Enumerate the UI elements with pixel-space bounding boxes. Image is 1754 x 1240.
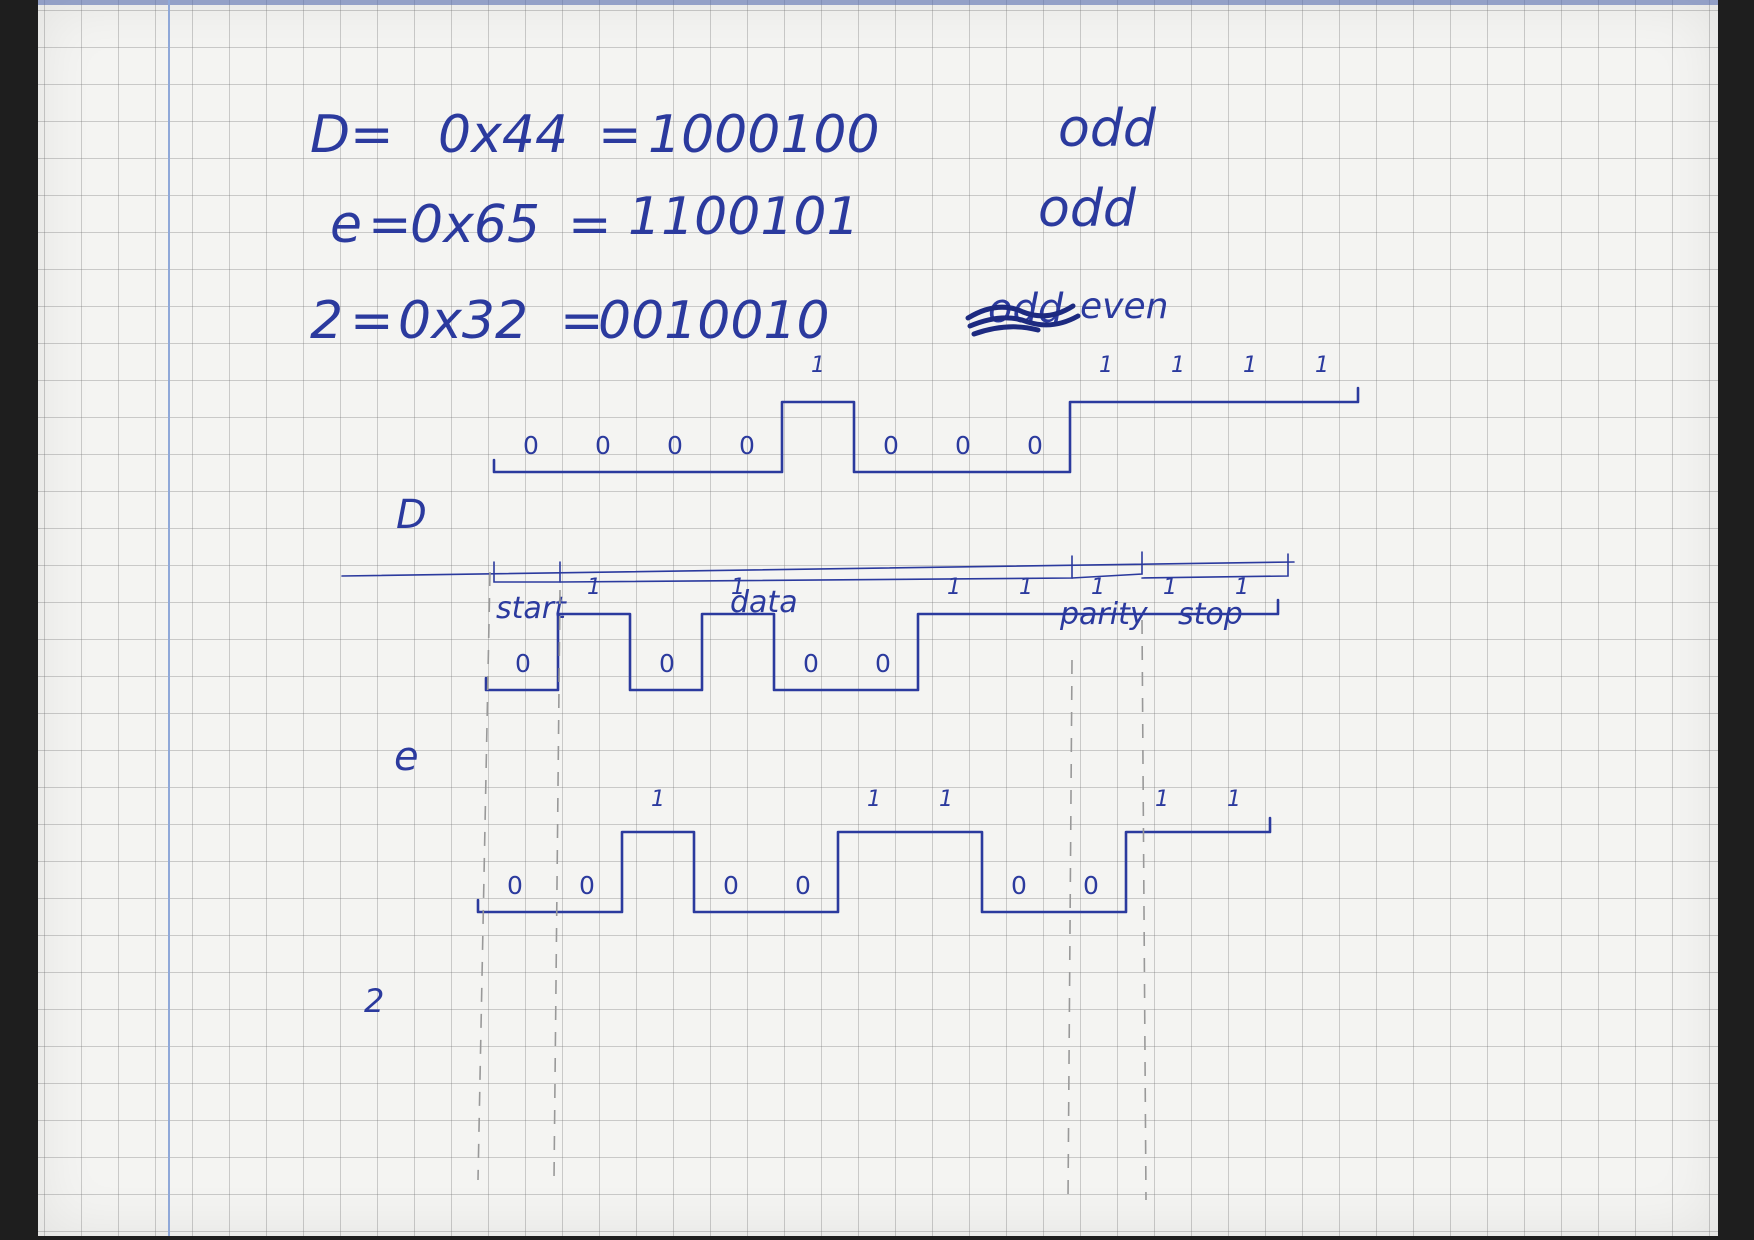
bit-label: 0 xyxy=(883,431,899,460)
eq-e-parity: odd xyxy=(1038,179,1137,239)
start-bracket xyxy=(493,561,561,583)
bit-label: 0 xyxy=(875,649,891,678)
eq-2-parity: even xyxy=(1080,286,1168,327)
bit-label: 0 xyxy=(723,871,739,900)
waveform-2: 0 0 1 0 0 1 1 0 0 1 1 xyxy=(476,787,1272,914)
handwritten-diagram: D = 0x44 = 1000100 odd e = 0x65 = 110010… xyxy=(310,99,1360,1201)
bit-label: 0 xyxy=(579,871,595,900)
eq-e-sign2: = xyxy=(568,195,612,255)
bit-label: 1 xyxy=(651,787,665,812)
bit-label: 0 xyxy=(1011,871,1027,900)
eq-2-char: 2 xyxy=(310,291,343,351)
bit-label: 1 xyxy=(939,787,953,812)
guide-start xyxy=(477,571,491,1181)
bit-label: 1 xyxy=(1243,353,1257,378)
eq-e-sign1: = xyxy=(368,195,412,255)
guide-data-begin xyxy=(553,589,561,1181)
eq-2-sign2: = xyxy=(560,291,604,351)
waveform-label-e: e xyxy=(394,734,419,780)
strike-scribble xyxy=(965,303,1081,337)
bit-label: 1 xyxy=(1163,575,1177,600)
bit-label: 0 xyxy=(507,871,523,900)
waveform-line-2 xyxy=(476,816,1272,914)
eq-d-char: D xyxy=(310,105,350,165)
bit-label: 0 xyxy=(1083,871,1099,900)
bit-label: 0 xyxy=(667,431,683,460)
bit-label: 0 xyxy=(795,871,811,900)
eq-d-sign1: = xyxy=(350,105,394,165)
bit-label: 1 xyxy=(1227,787,1241,812)
frame-baseline xyxy=(341,561,1295,577)
eq-2-sign1: = xyxy=(350,291,394,351)
eq-2-hex: 0x32 xyxy=(398,291,528,351)
parity-bracket xyxy=(1071,551,1143,579)
stop-bracket xyxy=(1141,553,1289,579)
margin-line xyxy=(168,0,170,1236)
bit-label: 1 xyxy=(587,575,601,600)
bit-label: 1 xyxy=(1171,353,1185,378)
eq-d-binary: 1000100 xyxy=(648,105,880,165)
bit-label: 0 xyxy=(659,649,675,678)
bit-label: 1 xyxy=(1099,353,1113,378)
bit-label: 0 xyxy=(803,649,819,678)
bit-label: 1 xyxy=(731,575,745,600)
bit-label: 0 xyxy=(739,431,755,460)
eq-e-binary: 1100101 xyxy=(628,187,860,247)
eq-e-hex: 0x65 xyxy=(410,195,540,255)
bit-label: 1 xyxy=(1155,787,1169,812)
bit-label: 0 xyxy=(515,649,531,678)
waveform-e: 0 1 0 1 0 0 1 1 1 1 1 xyxy=(484,575,1280,692)
waveform-label-d: D xyxy=(396,492,427,538)
page-top-edge xyxy=(38,0,1718,5)
waveform-line-d xyxy=(492,386,1360,474)
bit-label: 0 xyxy=(523,431,539,460)
equation-row-2: 2 = 0x32 = 0010010 odd even xyxy=(310,286,1168,351)
bit-boundary-guides xyxy=(477,571,1147,1201)
eq-2-binary: 0010010 xyxy=(598,291,830,351)
bit-label: 0 xyxy=(1027,431,1043,460)
field-start: start xyxy=(496,591,567,626)
waveform-line-e xyxy=(484,598,1280,692)
bit-label: 1 xyxy=(1315,353,1329,378)
bit-label: 1 xyxy=(1019,575,1033,600)
graph-paper-page: D = 0x44 = 1000100 odd e = 0x65 = 110010… xyxy=(38,0,1718,1236)
bit-label: 0 xyxy=(595,431,611,460)
eq-d-hex: 0x44 xyxy=(438,105,568,165)
waveform-d: 0 0 0 0 1 0 0 0 1 1 1 1 xyxy=(492,353,1360,474)
equation-row-e: e = 0x65 = 1100101 odd xyxy=(330,179,1137,255)
bit-label: 1 xyxy=(1091,575,1105,600)
eq-d-parity: odd xyxy=(1058,99,1157,159)
bit-label: 1 xyxy=(1235,575,1249,600)
eq-d-sign2: = xyxy=(598,105,642,165)
bit-label: 1 xyxy=(811,353,825,378)
bit-label: 1 xyxy=(867,787,881,812)
waveform-label-2: 2 xyxy=(364,982,384,1020)
frame-brackets xyxy=(341,551,1295,583)
equation-row-d: D = 0x44 = 1000100 odd xyxy=(310,99,1157,165)
bit-label: 1 xyxy=(947,575,961,600)
bit-label: 0 xyxy=(955,431,971,460)
eq-e-char: e xyxy=(330,195,362,255)
guide-parity-begin xyxy=(1067,659,1073,1201)
guide-stop-begin xyxy=(1141,619,1147,1201)
